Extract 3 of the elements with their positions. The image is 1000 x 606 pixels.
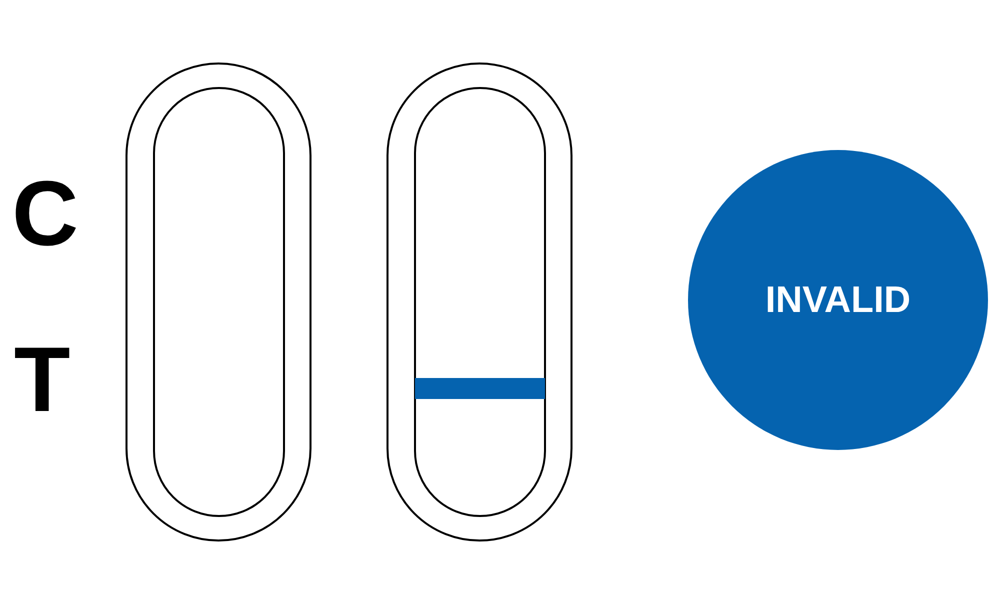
zone-letter: T	[14, 334, 70, 426]
result-text: INVALID	[765, 279, 911, 321]
zone-letter: C	[12, 168, 78, 260]
